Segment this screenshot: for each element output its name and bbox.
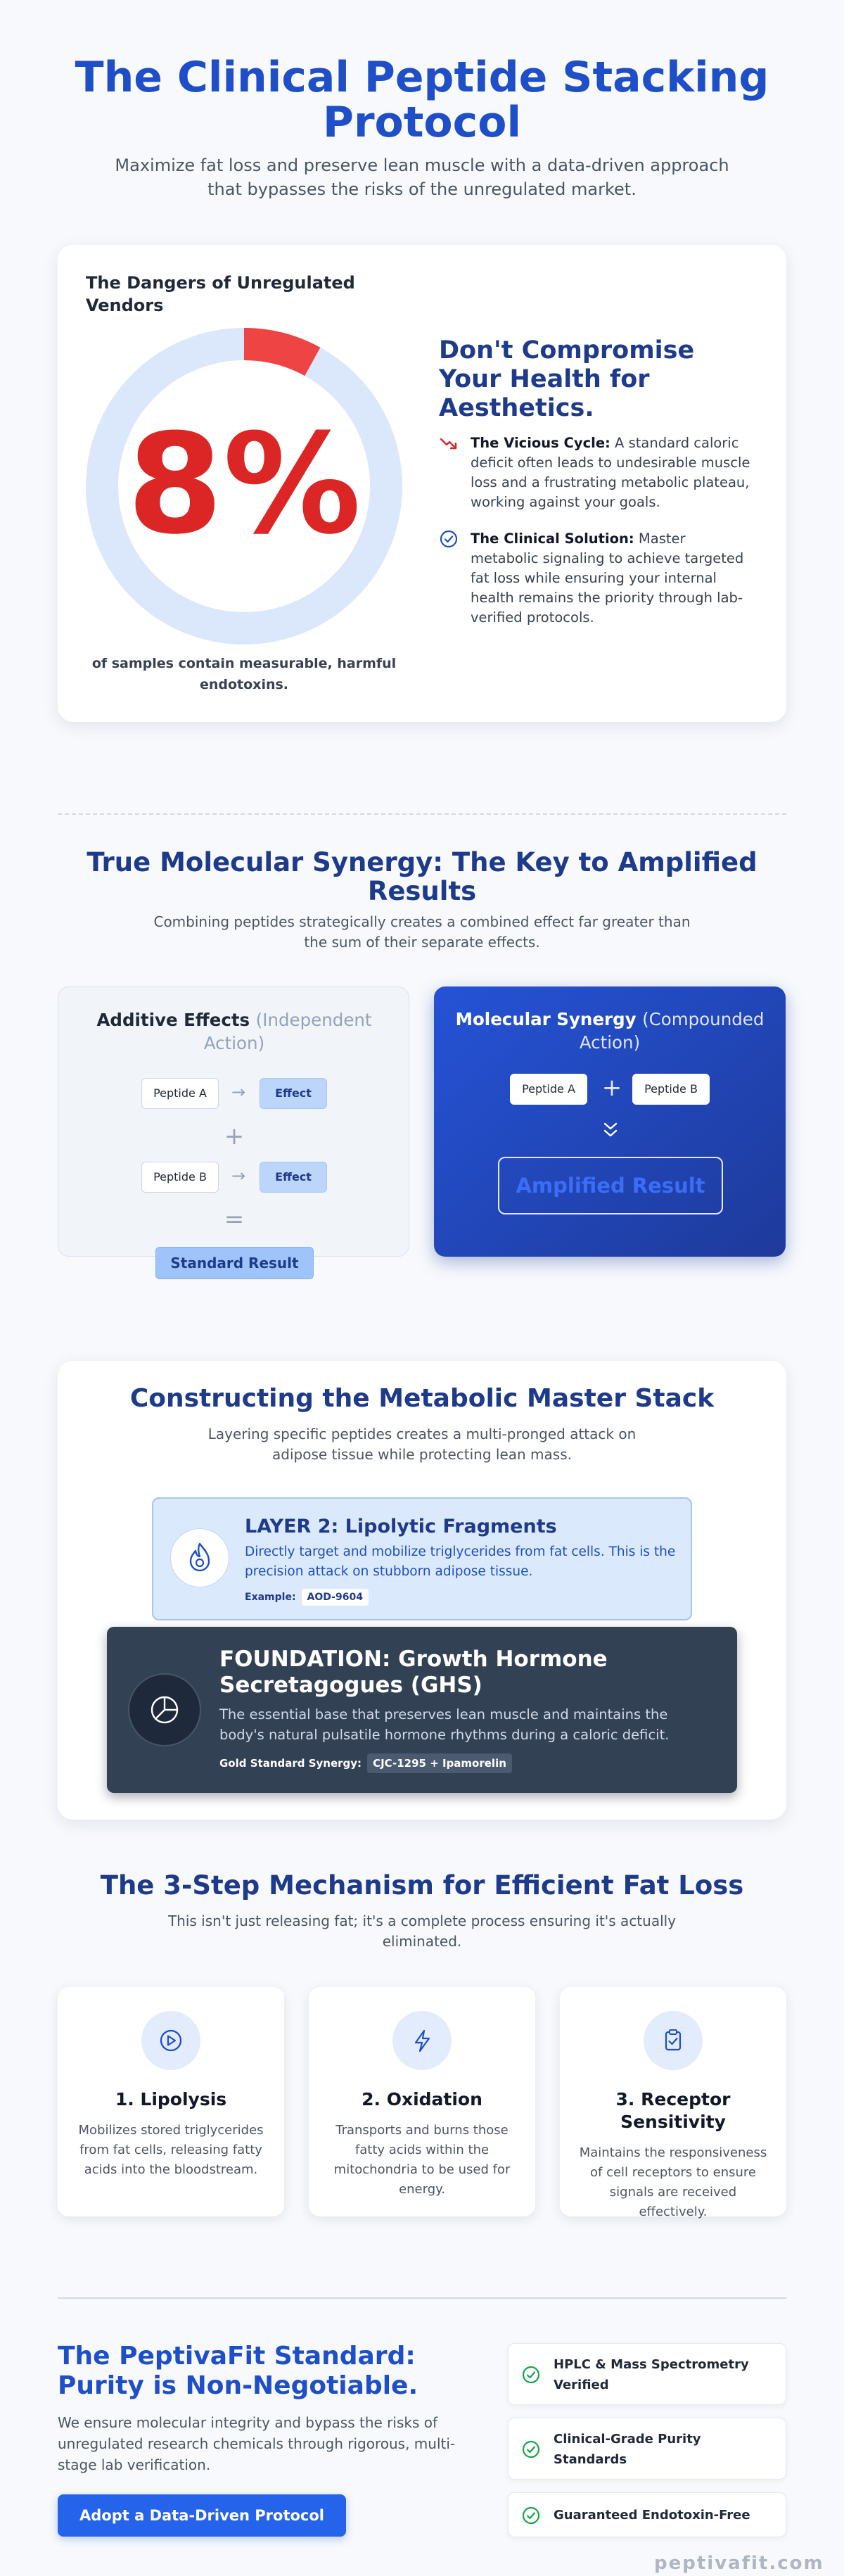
molecular-heading: Molecular Synergy (Compounded Action) [455, 1008, 765, 1054]
point-body: Master metabolic signaling to achieve ta… [471, 531, 744, 626]
dangers-heading: Don't Compromise Your Health for Aesthet… [439, 336, 695, 422]
point-clinical-solution: The Clinical Solution: Master metabolic … [439, 529, 755, 628]
step-icon-wrap [392, 2011, 452, 2070]
mechanism-subtitle: This isn't just releasing fat; it's a co… [167, 1912, 677, 1950]
step-icon-wrap [644, 2011, 703, 2070]
feature-label: HPLC & Mass Spectrometry Verified [554, 2357, 749, 2392]
lightning-icon [414, 2029, 430, 2052]
donut-value-arc [86, 328, 402, 645]
mechanism-title: The 3-Step Mechanism for Efficient Fat L… [100, 1870, 744, 1901]
molecular-qualifier: (Compounded Action) [579, 1009, 765, 1053]
step-description: Transports and burns those fatty acids w… [333, 2123, 511, 2197]
additive-heading: Additive Effects (Independent Action) [79, 1008, 389, 1055]
step-description: Mobilizes stored triglycerides from fat … [78, 2123, 264, 2177]
pie-icon [151, 1696, 179, 1724]
point-text: The Clinical Solution: Master metabolic … [471, 529, 755, 628]
standard-result: Standard Result [155, 1247, 314, 1279]
check-circle-icon [522, 2440, 540, 2458]
arrow-right-icon: → [231, 1166, 246, 1186]
check-circle-icon [440, 530, 458, 548]
molecular-title: Molecular Synergy [455, 1009, 637, 1029]
example-tag: AOD-9604 [301, 1589, 369, 1606]
point-body: A standard caloric deficit often leads t… [471, 435, 750, 510]
check-circle-icon [522, 2366, 540, 2384]
feature-item: HPLC & Mass Spectrometry Verified [508, 2343, 786, 2405]
example-label: Example: [245, 1592, 296, 1603]
step-title: 2. Oxidation [362, 2089, 482, 2109]
synergy-subtitle: Combining peptides strategically creates… [153, 913, 691, 951]
page-title: The Clinical Peptide Stacking Protocol [75, 53, 769, 147]
foundation-title: FOUNDATION: Growth Hormone Secretagogues… [219, 1647, 608, 1698]
play-circle-icon [160, 2029, 182, 2052]
plus-icon: + [224, 1122, 245, 1150]
check-circle-icon [522, 2506, 540, 2525]
feature-label: Clinical-Grade Purity Standards [554, 2432, 701, 2467]
layer2-title: LAYER 2: Lipolytic Fragments [245, 1516, 557, 1537]
arrow-right-icon: → [231, 1082, 246, 1102]
layer2-description: Directly target and mobilize triglycerid… [245, 1544, 676, 1579]
peptide-a-chip: Peptide A [510, 1074, 587, 1105]
synergy-title: True Molecular Synergy: The Key to Ampli… [87, 847, 757, 906]
molecular-synergy-panel: Molecular Synergy (Compounded Action) Pe… [434, 986, 786, 1257]
step-card-receptor-sensitivity: 3. Receptor Sensitivity Maintains the re… [560, 1987, 786, 2219]
amplified-result: Amplified Result [498, 1157, 723, 1214]
layer2-icon-wrap [170, 1528, 229, 1587]
additive-effects-panel: Additive Effects (Independent Action) Pe… [58, 986, 409, 1279]
stack-subtitle: Layering specific peptides creates a mul… [207, 1426, 637, 1463]
endotoxin-donut-chart: 8% [86, 328, 402, 645]
peptide-b-chip: Peptide B [141, 1162, 219, 1193]
standard-title: The PeptivaFit Standard: Purity is Non-N… [58, 2342, 418, 2400]
stack-title: Constructing the Metabolic Master Stack [129, 1384, 715, 1413]
additive-title: Additive Effects [96, 1010, 250, 1030]
layer2-example: Example: AOD-9604 [245, 1589, 369, 1606]
additive-qualifier: (Independent Action) [203, 1010, 372, 1053]
gold-label: Gold Standard Synergy: [219, 1757, 362, 1770]
standard-description: We ensure molecular integrity and bypass… [58, 2414, 456, 2473]
donut-stat-value: 8% [127, 405, 362, 565]
dangers-label: The Dangers of Unregulated Vendors [86, 273, 355, 315]
feature-item: Guaranteed Endotoxin-Free [508, 2492, 786, 2537]
brand-watermark: peptivafit.com [654, 2553, 824, 2574]
feature-label: Guaranteed Endotoxin-Free [554, 2508, 750, 2523]
effect-chip: Effect [260, 1162, 327, 1193]
step-icon-wrap [141, 2011, 200, 2070]
effect-chip: Effect [260, 1078, 327, 1109]
feature-item: Clinical-Grade Purity Standards [508, 2418, 786, 2480]
foundation-gold-standard: Gold Standard Synergy: CJC-1295 + Ipamore… [219, 1753, 512, 1773]
donut-caption: of samples contain measurable, harmful e… [91, 656, 397, 692]
foundation-icon-wrap [128, 1673, 201, 1746]
flame-icon [189, 1542, 210, 1572]
point-text: The Vicious Cycle: A standard caloric de… [471, 433, 755, 512]
point-vicious-cycle: The Vicious Cycle: A standard caloric de… [439, 433, 755, 518]
chevrons-down-icon [603, 1122, 618, 1137]
adopt-protocol-button[interactable]: Adopt a Data-Driven Protocol [58, 2494, 346, 2537]
page-subtitle: Maximize fat loss and preserve lean musc… [115, 156, 729, 199]
peptide-b-chip: Peptide B [632, 1074, 710, 1105]
step-card-lipolysis: 1. Lipolysis Mobilizes stored triglyceri… [58, 1987, 284, 2216]
layer2-block: LAYER 2: Lipolytic Fragments Directly ta… [152, 1497, 692, 1620]
section-divider [58, 813, 786, 815]
step-description: Maintains the responsiveness of cell rec… [579, 2145, 767, 2219]
section-divider [58, 2297, 786, 2299]
peptide-a-chip: Peptide A [141, 1078, 219, 1109]
step-title: 3. Receptor Sensitivity [615, 2089, 731, 2132]
foundation-description: The essential base that preserves lean m… [219, 1706, 670, 1743]
point-title: The Clinical Solution: [471, 531, 634, 547]
trend-down-icon [440, 438, 457, 450]
master-stack-card: Constructing the Metabolic Master Stack … [58, 1361, 786, 1820]
step-title: 1. Lipolysis [115, 2089, 227, 2109]
step-card-oxidation: 2. Oxidation Transports and burns those … [309, 1987, 535, 2216]
equals-icon: = [224, 1205, 245, 1233]
foundation-block: FOUNDATION: Growth Hormone Secretagogues… [107, 1627, 737, 1793]
clipboard-check-icon [665, 2029, 682, 2051]
dangers-card: The Dangers of Unregulated Vendors 8% of… [58, 245, 786, 722]
plus-icon: + [601, 1074, 622, 1102]
point-title: The Vicious Cycle: [471, 435, 610, 451]
gold-tag: CJC-1295 + Ipamorelin [367, 1753, 512, 1773]
